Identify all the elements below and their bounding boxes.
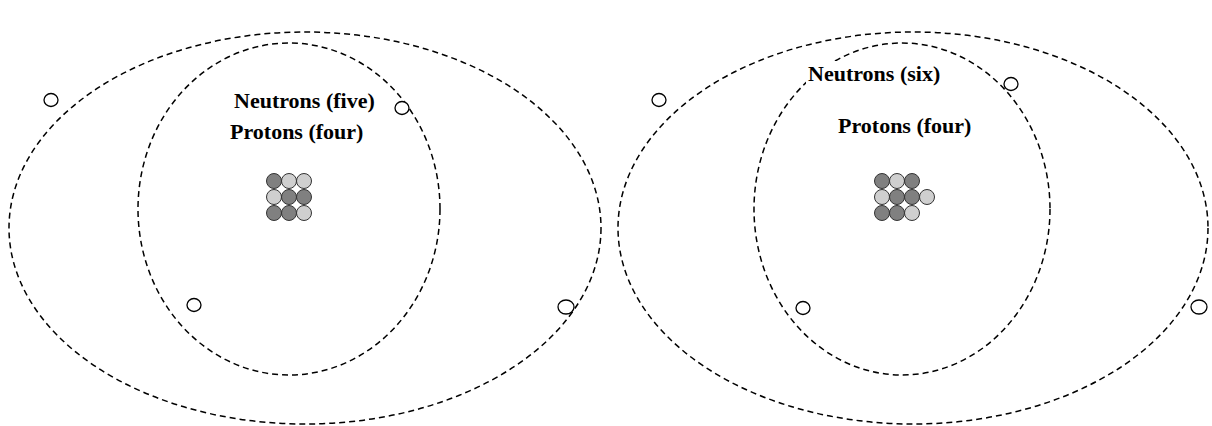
- nucleon: [920, 190, 935, 205]
- nucleon: [267, 206, 282, 221]
- nucleon: [875, 206, 890, 221]
- nucleon: [282, 206, 297, 221]
- electron: [1004, 78, 1018, 91]
- inner-orbit: [138, 43, 440, 375]
- inner-orbit: [754, 43, 1050, 375]
- outer-orbit: [9, 32, 601, 424]
- electron: [395, 102, 409, 115]
- particle-count-label: Neutrons (six): [806, 61, 942, 86]
- particle-count-label: Protons (four): [836, 113, 973, 138]
- electron: [44, 94, 58, 107]
- nucleon: [267, 190, 282, 205]
- electron: [652, 94, 666, 107]
- nucleon: [875, 174, 890, 189]
- nucleon: [905, 190, 920, 205]
- nucleon: [875, 190, 890, 205]
- nucleon: [267, 174, 282, 189]
- nucleon: [890, 190, 905, 205]
- electron: [558, 300, 574, 314]
- electron: [187, 299, 201, 312]
- outer-orbit: [618, 32, 1208, 424]
- nucleon: [890, 174, 905, 189]
- nucleon: [297, 206, 312, 221]
- nucleon: [297, 174, 312, 189]
- nucleon: [282, 190, 297, 205]
- nucleon: [905, 206, 920, 221]
- electron: [1191, 300, 1207, 314]
- electron: [796, 302, 810, 315]
- nucleon: [282, 174, 297, 189]
- nucleon: [905, 174, 920, 189]
- nucleon: [890, 206, 905, 221]
- nucleon: [297, 190, 312, 205]
- particle-count-label: Neutrons (five): [232, 88, 377, 113]
- particle-count-label: Protons (four): [228, 119, 365, 144]
